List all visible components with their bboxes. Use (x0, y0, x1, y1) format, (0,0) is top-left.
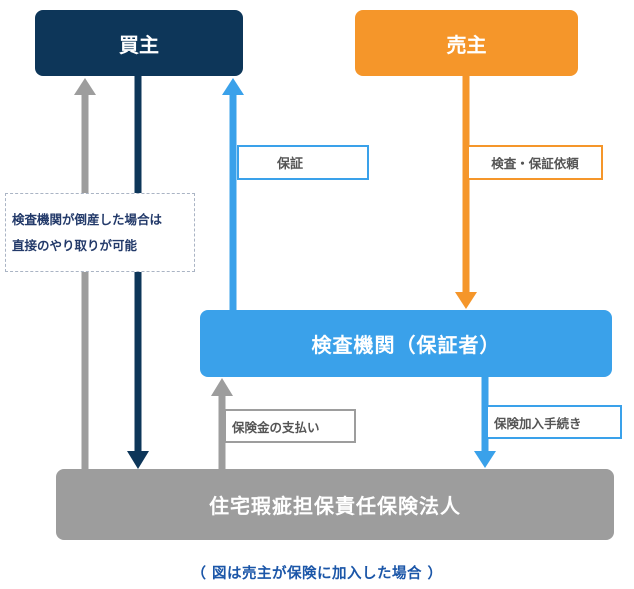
guarantee-label: 保証 (237, 145, 369, 180)
buyer-node: 買主 (35, 10, 243, 76)
arrow-inspection-request (455, 76, 477, 309)
direct-exchange-line-1: 検査機関が倒産した場合は (12, 211, 163, 227)
seller-label: 売主 (446, 32, 487, 57)
direct-exchange-note: 検査機関が倒産した場合は 直接のやり取りが可能 (5, 193, 195, 272)
insurance-application-text: 保険加入手続き (494, 415, 582, 431)
seller-node: 売主 (355, 10, 578, 76)
arrow-guarantee (222, 78, 244, 310)
insurance-application-label: 保険加入手続き (486, 405, 622, 439)
insurance-payment-text: 保険金の支払い (232, 419, 320, 435)
inspection-agency-label: 検査機関（保証者） (311, 333, 501, 357)
arrow-insurance-application (474, 377, 496, 468)
buyer-label: 買主 (119, 32, 159, 57)
diagram-caption: （ 図は売主が保険に加入した場合 ） (191, 566, 443, 582)
arrow-buyer-to-insurer (127, 76, 149, 469)
direct-exchange-line-2: 直接のやり取りが可能 (12, 237, 138, 253)
arrow-insurance-payment (211, 378, 233, 469)
inspection-request-text: 検査・保証依頼 (491, 156, 579, 171)
insurance-corporation-label: 住宅瑕疵担保責任保険法人 (209, 494, 461, 518)
insurance-corporation-node: 住宅瑕疵担保責任保険法人 (56, 469, 614, 540)
insurance-payment-label: 保険金の支払い (224, 409, 356, 443)
inspection-agency-node: 検査機関（保証者） (200, 310, 612, 377)
guarantee-text: 保証 (277, 157, 304, 172)
inspection-request-label: 検査・保証依頼 (467, 145, 603, 180)
arrow-insurer-to-buyer (74, 78, 96, 469)
